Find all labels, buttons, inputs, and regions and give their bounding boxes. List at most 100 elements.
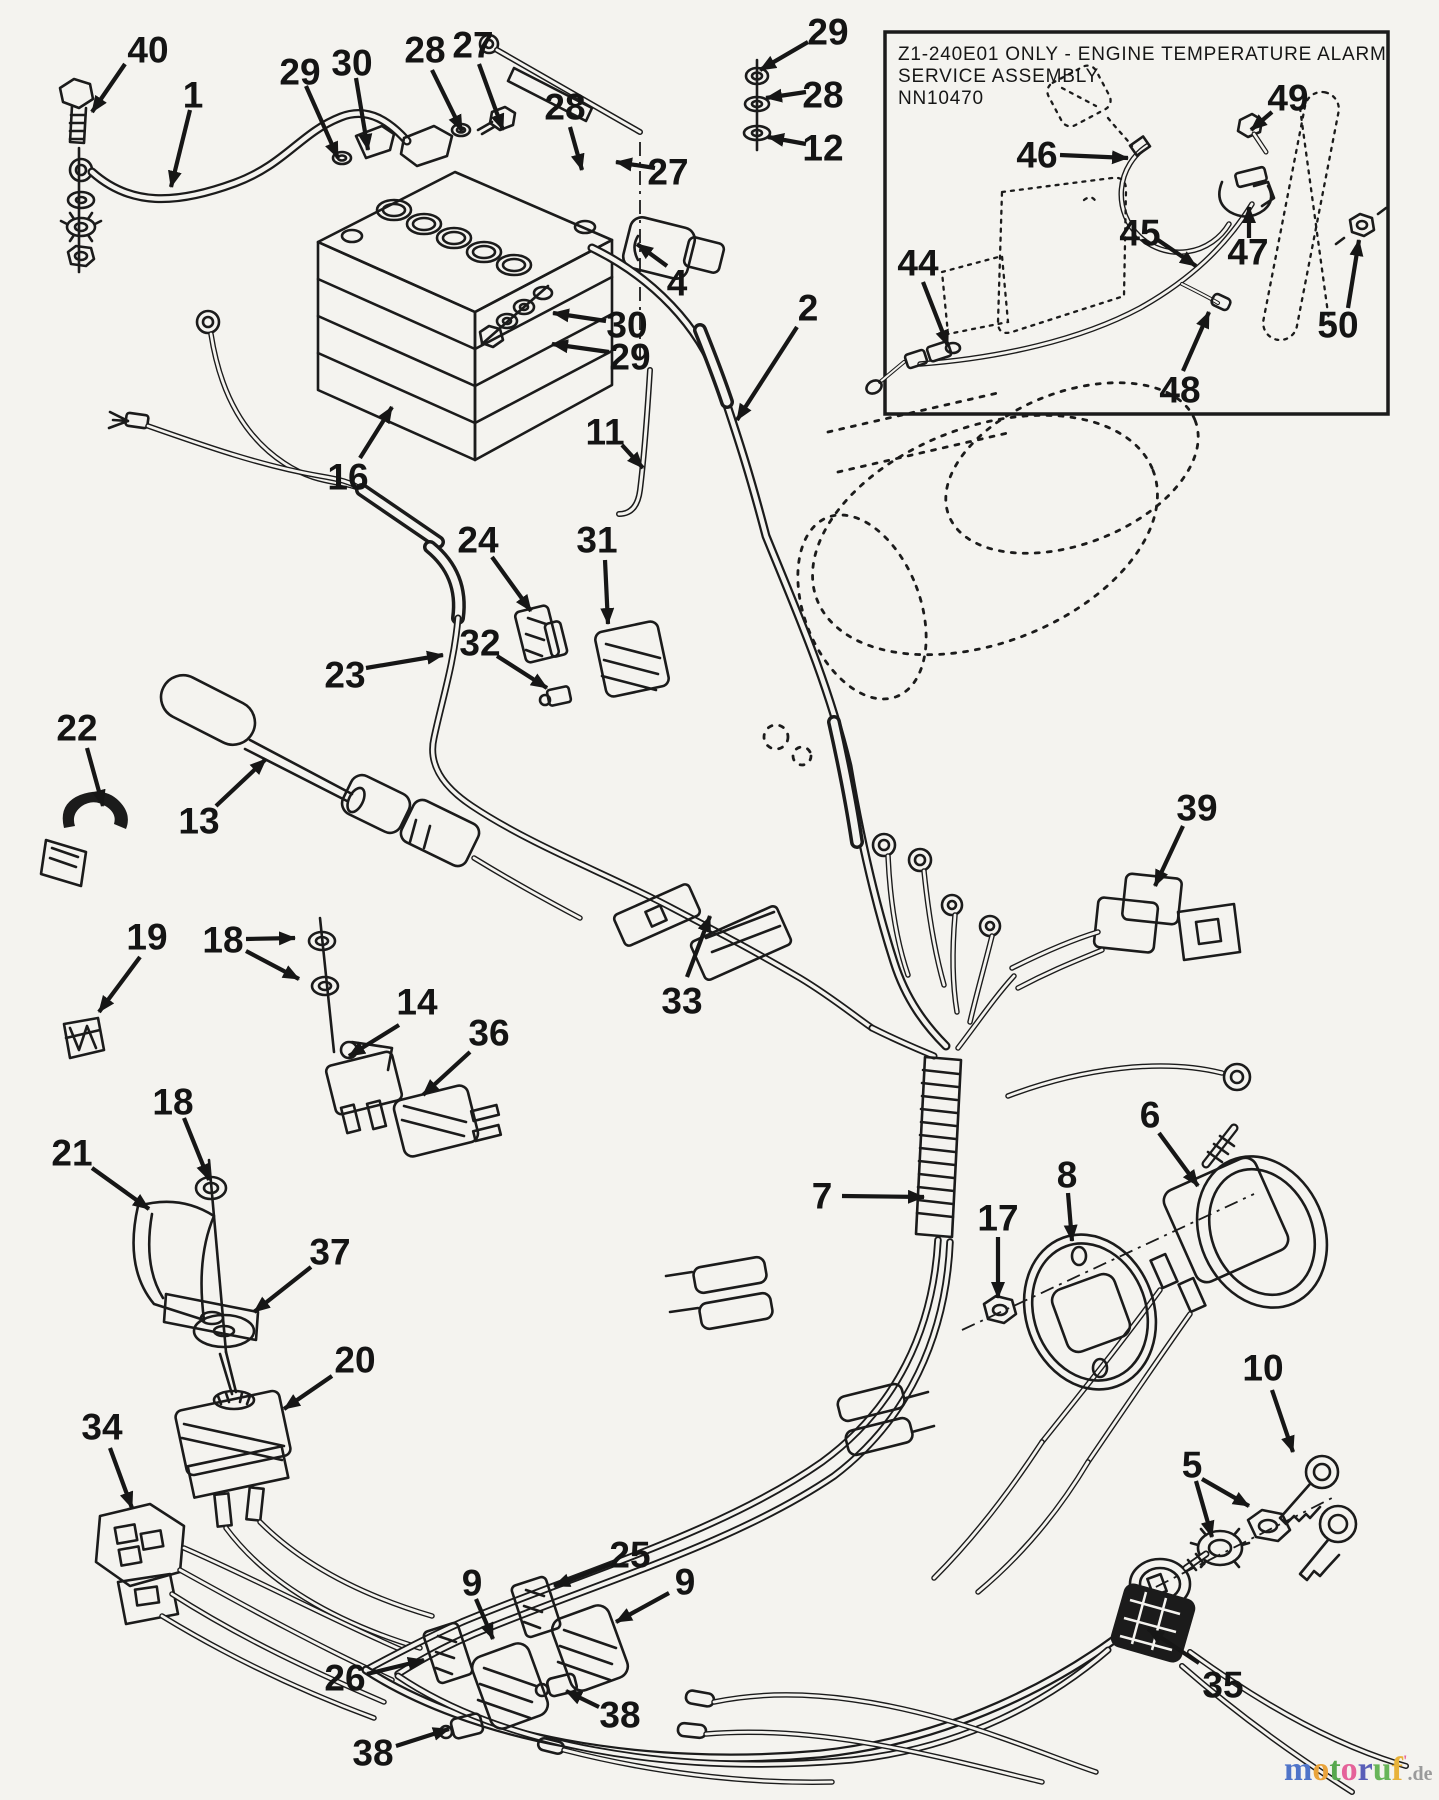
callout-number-31: 31 [576, 520, 617, 561]
callout-number-28: 28 [544, 87, 585, 128]
callout-arrow [620, 443, 645, 470]
callout-arrow [358, 405, 394, 460]
callout-arrow [245, 949, 300, 981]
hex-nut-17 [982, 1294, 1018, 1325]
callout-29: 29 [279, 52, 340, 159]
callout-number-34: 34 [81, 1407, 123, 1448]
callout-number-27: 27 [647, 152, 688, 193]
callout-arrow [1181, 311, 1211, 372]
callout-arrow [1156, 238, 1198, 268]
artwork: Z1-240E01 ONLY - ENGINE TEMPERATURE ALAR… [39, 30, 1409, 1795]
j-rod [616, 367, 653, 517]
callout-number-1: 1 [183, 75, 204, 116]
callout-29: 29 [758, 12, 849, 72]
callout-arrow [90, 1166, 151, 1211]
callout-28: 28 [765, 75, 844, 116]
callout-47: 47 [1227, 206, 1269, 273]
callout-9: 9 [462, 1563, 495, 1640]
spring-clip [62, 1016, 106, 1060]
mounting-bolt [58, 77, 95, 145]
callout-20: 20 [282, 1340, 376, 1411]
callout-1: 1 [168, 75, 204, 188]
callout-arrow [921, 281, 950, 347]
callout-29: 29 [551, 337, 651, 378]
callout-2: 2 [735, 288, 819, 422]
gauge-bezel [1022, 1233, 1158, 1391]
callout-22: 22 [56, 708, 106, 807]
callout-number-4: 4 [667, 263, 688, 304]
callout-19: 19 [97, 917, 168, 1014]
callout-arrow [395, 1727, 450, 1748]
rocker-switch [132, 1158, 260, 1354]
callout-arrow [1200, 1477, 1251, 1508]
fuse-clip-24 [513, 604, 569, 664]
ring-terminal-right [1005, 1062, 1252, 1099]
callout-arrow [765, 88, 807, 103]
callout-arrow [421, 1050, 472, 1097]
toggle-switch [174, 1350, 435, 1651]
callout-arrow [1193, 1480, 1215, 1538]
harness-connector-39 [955, 872, 1242, 1051]
callout-9: 9 [614, 1562, 696, 1624]
choke-rod [478, 33, 772, 152]
callout-arrow [304, 85, 340, 159]
callout-30: 30 [331, 43, 373, 151]
callout-number-50: 50 [1317, 305, 1358, 346]
callout-number-9: 9 [462, 1563, 483, 1604]
callout-number-18: 18 [152, 1082, 193, 1123]
callout-number-30: 30 [606, 305, 647, 346]
connector-sleeves-b [836, 1382, 936, 1457]
callout-12: 12 [767, 128, 844, 169]
callout-number-30: 30 [331, 43, 372, 84]
callout-number-6: 6 [1140, 1095, 1161, 1136]
callout-6: 6 [1140, 1095, 1200, 1188]
callout-44: 44 [897, 243, 950, 347]
callout-number-46: 46 [1016, 135, 1057, 176]
callout-arrow [565, 1689, 600, 1709]
callout-number-13: 13 [178, 801, 219, 842]
key-switch-connector [1110, 1583, 1409, 1795]
callout-arrow [347, 1023, 401, 1058]
callout-number-38: 38 [599, 1695, 640, 1736]
callout-arrow [182, 1117, 211, 1181]
callout-7: 7 [812, 1176, 925, 1217]
callout-40: 40 [90, 30, 169, 114]
sensor-lead-assembly [159, 673, 583, 921]
washer-stack [59, 146, 103, 274]
callout-arrow [430, 69, 464, 132]
callout-number-47: 47 [1227, 232, 1268, 273]
callout-38: 38 [352, 1727, 450, 1774]
callout-arrow [90, 62, 127, 114]
callout-arrow [252, 1265, 313, 1314]
callout-4: 4 [635, 242, 688, 304]
callout-arrow [552, 308, 607, 324]
callout-number-24: 24 [457, 520, 499, 561]
callout-number-28: 28 [802, 75, 843, 116]
callout-number-48: 48 [1159, 370, 1200, 411]
callout-number-17: 17 [977, 1198, 1018, 1239]
callout-arrow [490, 555, 533, 613]
callout-50: 50 [1317, 239, 1364, 346]
callout-number-39: 39 [1176, 788, 1217, 829]
callout-arrow [214, 757, 268, 808]
ring-terminals-center [940, 893, 1002, 1025]
starter-terminals [871, 832, 947, 988]
callout-arrow [767, 133, 807, 147]
callout-arrow [1153, 825, 1185, 887]
callout-number-32: 32 [459, 623, 500, 664]
callout-number-2: 2 [798, 288, 819, 329]
callout-23: 23 [324, 650, 444, 696]
harness-left-branch [107, 309, 876, 1032]
callout-number-29: 29 [609, 337, 650, 378]
callout-number-9: 9 [675, 1562, 696, 1603]
callout-14: 14 [347, 982, 438, 1058]
callout-number-7: 7 [812, 1176, 833, 1217]
callout-number-11: 11 [585, 412, 624, 453]
callout-24: 24 [457, 520, 533, 613]
callout-number-16: 16 [327, 457, 368, 498]
callout-number-14: 14 [396, 982, 438, 1023]
callout-28: 28 [404, 30, 464, 132]
battery [316, 170, 614, 462]
